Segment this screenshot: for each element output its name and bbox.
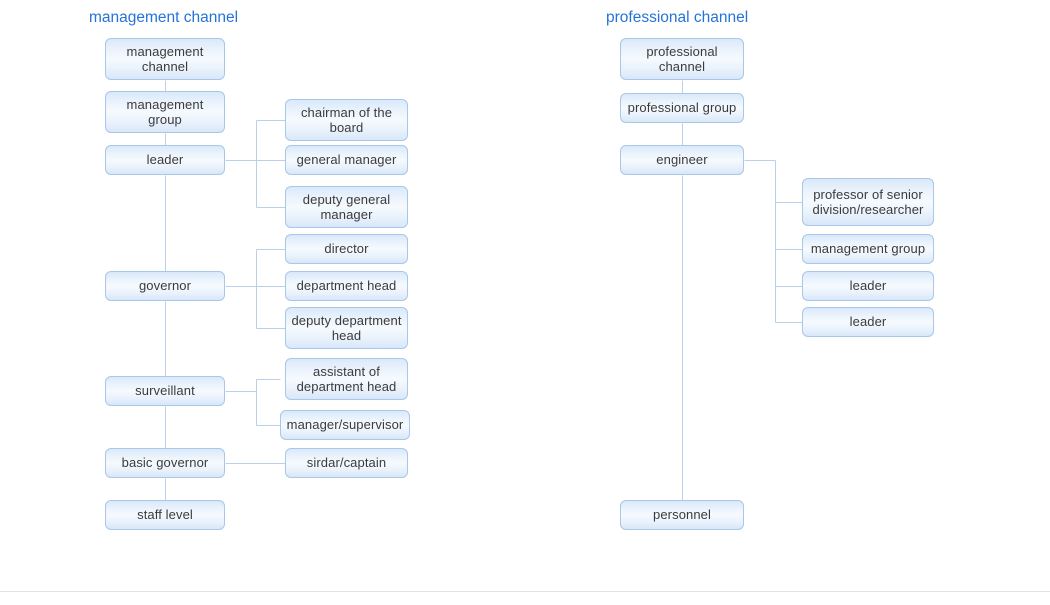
node-m-leader[interactable]: leader: [105, 145, 225, 175]
node-m-basic-governor[interactable]: basic governor: [105, 448, 225, 478]
node-label: professional group: [627, 100, 737, 116]
footer-divider: [0, 591, 1050, 592]
node-m-gm[interactable]: general manager: [285, 145, 408, 175]
node-label: chairman of the board: [300, 104, 393, 136]
node-m-chairman[interactable]: chairman of the board: [285, 99, 408, 141]
node-m-assistant[interactable]: assistant of department head: [285, 358, 408, 400]
node-m-deputy-dept[interactable]: deputy department head: [285, 307, 408, 349]
node-label: management group: [126, 96, 204, 128]
node-label: staff level: [137, 507, 193, 523]
node-m-surveillant[interactable]: surveillant: [105, 376, 225, 406]
column-title-professional: professional channel: [606, 9, 749, 26]
node-label: leader: [146, 152, 184, 168]
column-title-management: management channel: [89, 9, 239, 26]
node-label: general manager: [296, 152, 397, 168]
node-p-channel[interactable]: professional channel: [620, 38, 744, 80]
node-label: deputy department head: [291, 312, 402, 344]
node-m-governor[interactable]: governor: [105, 271, 225, 301]
node-label: professional channel: [646, 43, 718, 75]
node-label: professor of senior division/researcher: [812, 186, 924, 218]
node-label: management group: [810, 241, 926, 257]
node-p-leader-1[interactable]: leader: [802, 271, 934, 301]
node-p-mgmt-group[interactable]: management group: [802, 234, 934, 264]
node-label: deputy general manager: [302, 191, 391, 223]
node-label: surveillant: [135, 383, 195, 399]
node-label: governor: [138, 278, 192, 294]
node-label: basic governor: [121, 455, 209, 471]
node-p-engineer[interactable]: engineer: [620, 145, 744, 175]
node-p-professor[interactable]: professor of senior division/researcher: [802, 178, 934, 226]
node-m-channel[interactable]: management channel: [105, 38, 225, 80]
node-label: manager/supervisor: [286, 417, 404, 433]
node-m-group[interactable]: management group: [105, 91, 225, 133]
node-label: management channel: [126, 43, 204, 75]
node-m-staff-level[interactable]: staff level: [105, 500, 225, 530]
node-p-leader-2[interactable]: leader: [802, 307, 934, 337]
node-m-manager-sup[interactable]: manager/supervisor: [280, 410, 410, 440]
node-label: director: [324, 241, 369, 257]
node-m-director[interactable]: director: [285, 234, 408, 264]
node-m-sirdar[interactable]: sirdar/captain: [285, 448, 408, 478]
node-p-group[interactable]: professional group: [620, 93, 744, 123]
node-label: personnel: [653, 507, 711, 523]
node-label: engineer: [656, 152, 708, 168]
node-label: leader: [849, 278, 887, 294]
node-label: sirdar/captain: [306, 455, 387, 471]
node-label: assistant of department head: [296, 363, 397, 395]
node-label: leader: [849, 314, 887, 330]
node-label: department head: [296, 278, 397, 294]
node-m-dgm[interactable]: deputy general manager: [285, 186, 408, 228]
node-m-dept-head[interactable]: department head: [285, 271, 408, 301]
node-p-personnel[interactable]: personnel: [620, 500, 744, 530]
